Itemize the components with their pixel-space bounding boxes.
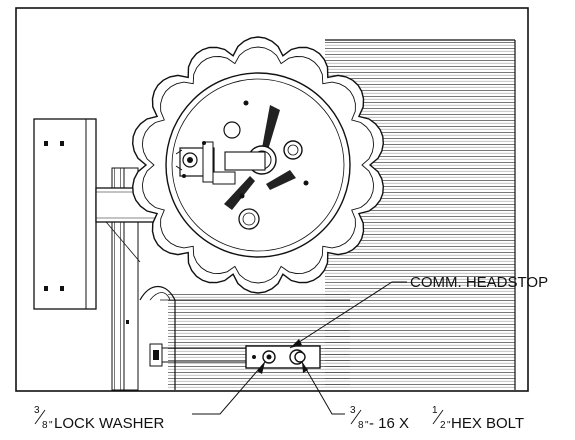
svg-text:3: 3: [34, 405, 40, 416]
svg-text:1: 1: [432, 405, 438, 416]
headstop-plate: [245, 345, 321, 369]
svg-text:- 16 X: - 16 X: [369, 415, 409, 432]
label-hex-bolt: 3 8 " - 16 X 1 2 " HEX BOLT: [350, 405, 524, 432]
hood-curve: [139, 285, 350, 390]
arrowheads: [257, 339, 308, 374]
svg-text:HEX BOLT: HEX BOLT: [451, 415, 524, 432]
wall-bracket: [33, 118, 97, 310]
drive-gear: [131, 36, 385, 294]
headstop-assembly: [149, 343, 321, 369]
svg-text:": ": [365, 420, 369, 431]
svg-text:": ": [49, 420, 53, 431]
support-angle: [95, 167, 141, 391]
svg-text:8: 8: [42, 420, 48, 431]
label-comm-headstop: COMM. HEADSTOP: [410, 274, 548, 291]
svg-text:": ": [447, 420, 451, 431]
svg-text:LOCK WASHER: LOCK WASHER: [54, 415, 164, 432]
svg-text:3: 3: [350, 405, 356, 416]
leader-lines: [192, 281, 407, 415]
drawing-border: [15, 7, 529, 392]
svg-text:8: 8: [358, 420, 364, 431]
shaft-collar: [175, 141, 236, 185]
label-lock-washer: 3 8 " LOCK WASHER: [34, 405, 164, 432]
svg-text:2: 2: [440, 420, 446, 431]
